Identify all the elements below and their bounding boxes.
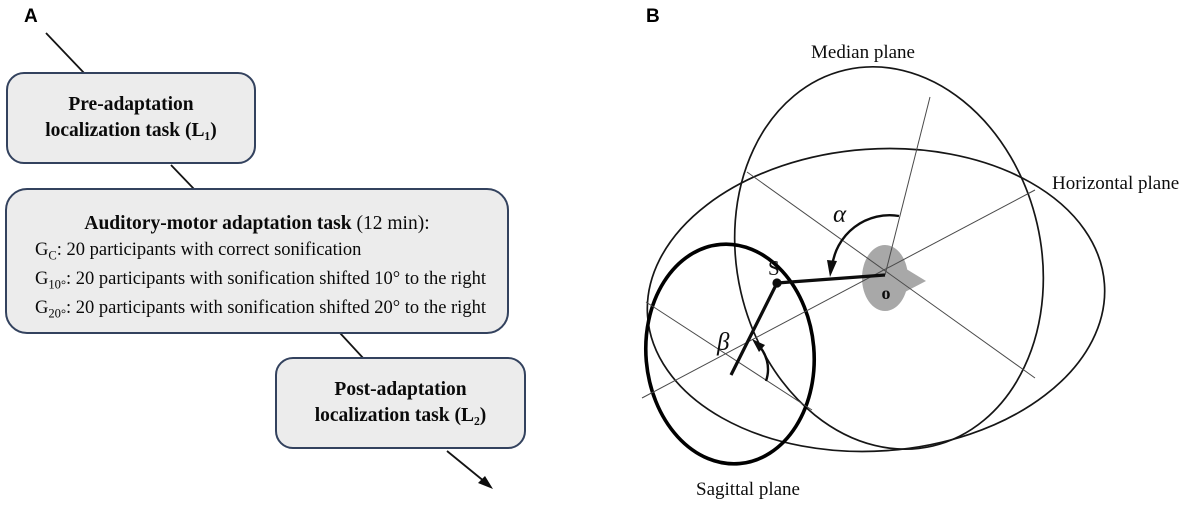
post-adaptation-box: Post-adaptation localization task (L₂) <box>275 357 526 449</box>
origin-to-source-line <box>776 273 886 285</box>
post-box-line1: Post-adaptation <box>334 379 467 400</box>
flow-exit-arrowhead-icon <box>478 476 493 489</box>
adaptation-box-title-bold: Auditory-motor adaptation task <box>84 213 352 234</box>
interaural-axis-line <box>641 189 1036 399</box>
sagittal-horizontal-chord-line <box>645 301 813 411</box>
alpha-angle-arc <box>830 214 900 268</box>
pre-adaptation-box: Pre-adaptation localization task (L₁) <box>6 72 256 164</box>
group-row-correct: GC: 20 participants with correct sonific… <box>35 239 507 268</box>
beta-arc-arrowhead-icon <box>752 339 765 352</box>
horizontal-plane-ellipse <box>646 147 1106 453</box>
group-description: : 20 participants with sonification shif… <box>65 269 486 290</box>
head-symbol <box>862 245 926 311</box>
flow-connector-adapt-to-post <box>339 332 365 360</box>
horizontal-plane-label: Horizontal plane <box>1052 173 1179 194</box>
group-subscript: 10° <box>48 277 66 292</box>
group-row-20deg: G20°: 20 participants with sonification … <box>35 297 507 326</box>
group-description: : 20 participants with sonification shif… <box>65 298 486 319</box>
post-box-line2: localization task (L₂) <box>314 405 487 426</box>
adaptation-box-rows: GC: 20 participants with correct sonific… <box>35 239 507 327</box>
pre-box-line1: Pre-adaptation <box>68 94 194 115</box>
source-point-label: S <box>768 256 780 280</box>
panel-a-label: A <box>24 6 38 27</box>
flow-connector-top <box>45 32 86 75</box>
flow-connector-pre-to-adapt <box>170 164 195 190</box>
group-description: : 20 participants with correct sonificat… <box>56 240 362 260</box>
group-symbol: G <box>35 269 49 290</box>
origin-point-label: o <box>882 283 891 303</box>
source-point-dot <box>772 278 782 288</box>
front-back-axis-line <box>746 171 1036 379</box>
adaptation-box-title: Auditory-motor adaptation task (12 min): <box>7 212 507 236</box>
group-row-10deg: G10°: 20 participants with sonification … <box>35 268 507 297</box>
pre-box-line2: localization task (L₁) <box>45 120 217 141</box>
group-subscript: C <box>48 248 57 263</box>
group-symbol: G <box>35 298 49 319</box>
group-subscript: 20° <box>48 307 66 322</box>
adaptation-task-box: Auditory-motor adaptation task (12 min):… <box>5 188 509 334</box>
sagittal-plane-label: Sagittal plane <box>696 479 800 500</box>
source-radius-line <box>729 282 779 376</box>
adaptation-box-title-rest: (12 min): <box>351 213 430 234</box>
median-plane-label: Median plane <box>811 42 915 63</box>
alpha-arc-arrowhead-icon <box>827 260 837 277</box>
panel-b-label: B <box>646 6 660 27</box>
beta-angle-label: β <box>716 329 730 356</box>
sagittal-plane-ellipse <box>643 242 817 466</box>
median-vertical-axis-line <box>884 96 931 276</box>
head-nose-icon <box>903 267 926 293</box>
alpha-angle-label: α <box>833 201 847 228</box>
flow-connector-exit <box>446 450 486 483</box>
group-symbol: G <box>35 240 49 260</box>
head-ellipse <box>862 245 908 311</box>
median-plane-ellipse <box>733 66 1045 450</box>
